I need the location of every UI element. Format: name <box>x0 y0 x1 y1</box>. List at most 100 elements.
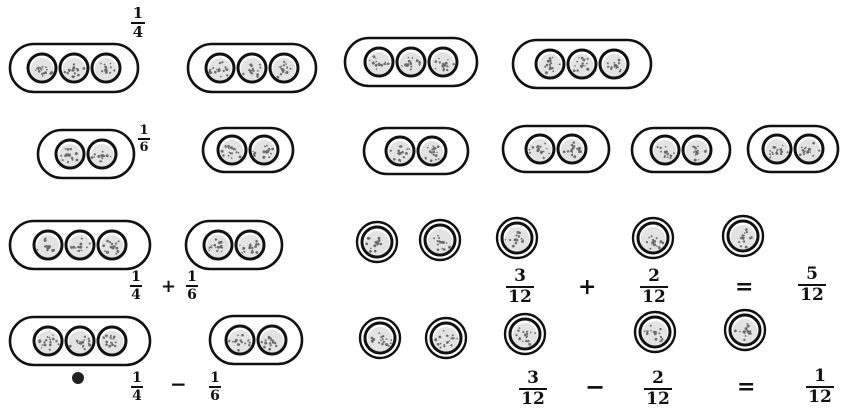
bead-dot <box>451 345 453 347</box>
bead-dot <box>747 325 749 327</box>
bead-dot <box>446 242 448 244</box>
bead-dot <box>530 332 532 334</box>
bead-dot <box>773 146 776 149</box>
bead-dot <box>94 153 96 155</box>
sixth-group <box>748 126 838 172</box>
bead-dot <box>430 159 433 162</box>
bead-dot <box>521 238 523 240</box>
bead-dot <box>91 156 94 159</box>
bead-dot <box>41 347 42 348</box>
bead-dot <box>518 338 521 341</box>
bead-dot <box>536 146 538 148</box>
bead-dot <box>659 328 661 330</box>
bead-dot <box>412 57 414 59</box>
bead-dot <box>435 159 437 161</box>
bead-dot <box>213 244 216 247</box>
bead-dot <box>697 145 699 147</box>
bead-dot <box>44 239 46 241</box>
bead-dot <box>266 145 268 147</box>
bead-dot <box>100 63 102 65</box>
bead-dot <box>667 153 670 156</box>
bead-dot <box>259 67 261 69</box>
bead-dot <box>439 336 442 339</box>
bead-dot <box>607 66 609 68</box>
bead-dot <box>750 236 753 239</box>
bead-dot <box>571 148 574 151</box>
bead-dot <box>369 250 372 253</box>
bead-dot <box>617 67 619 69</box>
bead-dot <box>549 65 551 67</box>
bead-dot <box>571 151 573 153</box>
bead-dot <box>812 142 815 145</box>
bead-dot <box>390 339 392 341</box>
bead-dot <box>373 55 376 58</box>
bead-dot <box>390 342 392 344</box>
bead-dot <box>818 150 820 152</box>
bead-dot <box>231 157 233 159</box>
bead-dot <box>220 76 222 78</box>
bead-dot <box>209 250 210 251</box>
denominator: 12 <box>798 287 826 304</box>
bead-dot <box>211 247 213 249</box>
bead <box>66 327 94 355</box>
bead-dot <box>113 336 116 339</box>
addition-right-a: 3 12 <box>506 268 534 306</box>
bead-dot <box>552 57 554 59</box>
bead <box>429 48 457 76</box>
bead-dot <box>437 249 440 252</box>
bead-dot <box>431 148 433 150</box>
bead-dot <box>241 334 244 337</box>
bead-dot <box>522 239 524 241</box>
bead-dot <box>379 64 381 66</box>
bead-dot <box>552 70 554 72</box>
bead-dot <box>443 241 445 243</box>
bead-dot <box>102 151 104 153</box>
bead-dot <box>435 60 438 63</box>
bead-dot <box>102 245 105 248</box>
bead-dot <box>248 246 251 249</box>
bead-dot <box>812 155 814 157</box>
bead-dot <box>116 247 119 250</box>
bead-dot <box>220 245 223 248</box>
bead-dot <box>618 62 620 64</box>
bead-dot <box>799 154 802 157</box>
bead-dot <box>251 247 253 249</box>
bead-dot <box>543 157 545 159</box>
bead-dot <box>76 340 79 343</box>
bead-dot <box>693 146 695 148</box>
bead-dot <box>111 338 113 340</box>
bead-dot <box>49 245 51 247</box>
bead-dot <box>544 66 546 68</box>
bead-dot <box>118 240 120 242</box>
bead-dot <box>229 152 231 154</box>
bead-dot <box>378 332 380 334</box>
bead-dot <box>512 245 515 248</box>
bead-dot <box>228 155 230 157</box>
bead-dot <box>255 240 258 243</box>
bead-dot <box>438 237 440 239</box>
bead-dot <box>71 157 73 159</box>
bead-dot <box>272 341 274 343</box>
bead-dot <box>249 63 252 66</box>
bead-dot <box>45 339 47 341</box>
bead-dot <box>434 147 437 150</box>
subtraction-quarter-group <box>10 317 150 365</box>
bead-dot <box>101 70 103 72</box>
bead-dot <box>236 151 238 153</box>
bead-dot <box>113 338 115 340</box>
bead-dot <box>88 340 90 342</box>
bead-dot <box>82 346 83 347</box>
bead-dot <box>115 341 117 343</box>
bead-dot <box>104 250 106 252</box>
bead-dot <box>433 237 435 239</box>
bead <box>204 231 232 259</box>
bead-dot <box>649 248 651 250</box>
bead-dot <box>256 73 259 76</box>
quarter-group <box>513 40 651 88</box>
bead-dot <box>548 153 550 155</box>
bead <box>568 50 596 78</box>
bead-dot <box>539 146 541 148</box>
bead-dot <box>251 251 254 254</box>
bead-dot <box>281 68 283 70</box>
